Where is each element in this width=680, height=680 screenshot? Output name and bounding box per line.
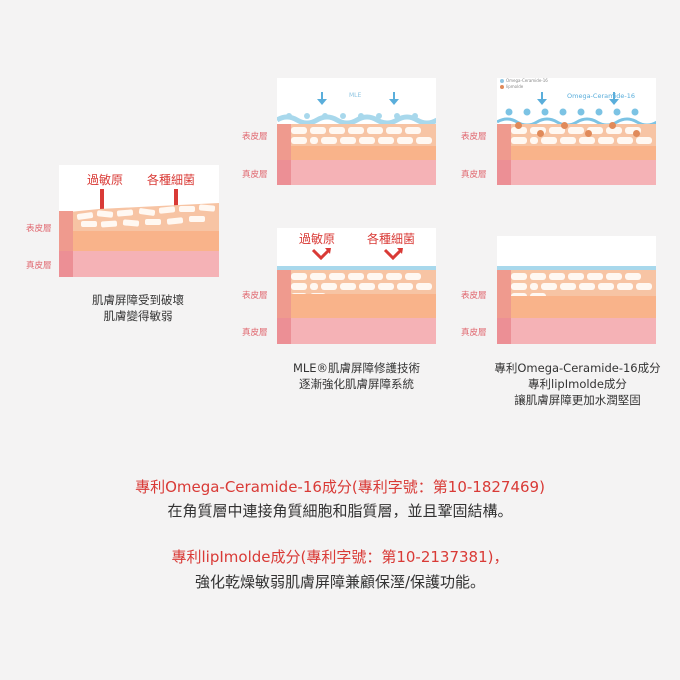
epidermis-layer [277, 146, 436, 160]
dermis-layer [277, 318, 436, 344]
moisturized-panel [497, 236, 656, 344]
barrier-layer [497, 266, 656, 270]
allergen-label: 過敏原 [87, 173, 124, 187]
strip [497, 270, 511, 318]
epidermis-label: 表皮層 [26, 224, 52, 234]
epidermis-label: 表皮層 [461, 291, 487, 301]
strip [59, 251, 73, 277]
dermis-layer [497, 160, 656, 185]
damaged-skin-panel: 過敏原 各種細菌 [59, 165, 219, 277]
strip [277, 160, 291, 185]
arrow-down-icon [537, 92, 547, 105]
dermis-label: 真皮層 [461, 328, 487, 338]
ceramide-dot [561, 122, 568, 129]
lipmolde-desc-line: 強化乾燥敏弱肌膚屏障兼顧保溼/保護功能。 [194, 573, 486, 591]
omega-legend-dot [500, 79, 504, 83]
ceramide-dot [609, 122, 616, 129]
dermis-label: 真皮層 [461, 170, 487, 180]
ceramide-dot [585, 130, 592, 137]
legend-item-lipmolde: lipmolde [506, 84, 524, 89]
omega-patent-line: 專利Omega-Ceramide-16成分(專利字號：第10-1827469) [135, 478, 545, 496]
right-caption: 專利Omega-Ceramide-16成分 專利lipImolde成分 讓肌膚屏… [494, 361, 661, 407]
bounce-arrow-icon [383, 248, 403, 260]
lipmolde-patent-line: 專利lipImolde成分(專利字號：第10-2137381)， [171, 548, 509, 566]
mid-caption: MLE®肌膚屏障修護技術 逐漸強化肌膚屏障系統 [292, 361, 421, 391]
dermis-label: 真皮層 [242, 328, 268, 338]
strip [277, 124, 291, 160]
allergen-label: 過敏原 [299, 232, 336, 246]
strip [497, 318, 511, 344]
ceramide-dot [515, 122, 522, 129]
dermis-label: 真皮層 [242, 170, 268, 180]
strip [277, 318, 291, 344]
ceramide-dot [537, 130, 544, 137]
damaged-corneum-layer [59, 203, 219, 231]
barrier-layer [277, 266, 436, 270]
dermis-layer [59, 251, 219, 277]
strengthened-panel: 過敏原 各種細菌 [277, 228, 436, 344]
arrow-down-icon [389, 92, 399, 105]
epidermis-label: 表皮層 [242, 132, 268, 142]
dermis-layer [497, 318, 656, 344]
omega-panel: Omega-Ceramide-16 lipmolde Omega-Ceramid… [497, 78, 656, 185]
legend-item-omega: Omega-Ceramide-16 [506, 78, 548, 83]
strip [277, 270, 291, 318]
bacteria-label: 各種細菌 [367, 232, 416, 246]
arrow-down-icon [317, 92, 327, 105]
dermis-label: 真皮層 [26, 261, 52, 271]
left-caption: 肌膚屏障受到破壞 肌膚變得敏弱 [92, 293, 184, 323]
mle-label: MLE [349, 92, 362, 99]
ingredient-description: 專利Omega-Ceramide-16成分(專利字號：第10-1827469) … [0, 476, 680, 606]
omega-label: Omega-Ceramide-16 [567, 92, 635, 100]
barrier-layer [277, 113, 436, 126]
lipmolde-legend-dot [500, 85, 504, 89]
bacteria-label: 各種細菌 [147, 173, 196, 187]
epidermis-layer [497, 296, 656, 318]
epidermis-label: 表皮層 [461, 132, 487, 142]
epidermis-layer [277, 294, 436, 318]
epidermis-layer [497, 146, 656, 160]
ceramide-dot [633, 130, 640, 137]
bounce-arrow-icon [311, 248, 331, 260]
epidermis-label: 表皮層 [242, 291, 268, 301]
strip [497, 160, 511, 185]
epidermis-layer [59, 231, 219, 251]
omega-desc-line: 在角質層中連接角質細胞和脂質層，並且鞏固結構。 [167, 502, 513, 520]
strip [497, 124, 511, 160]
arrow-down-icon [609, 92, 619, 105]
dermis-layer [277, 160, 436, 185]
strip [59, 211, 73, 251]
mle-panel: MLE [277, 78, 436, 185]
